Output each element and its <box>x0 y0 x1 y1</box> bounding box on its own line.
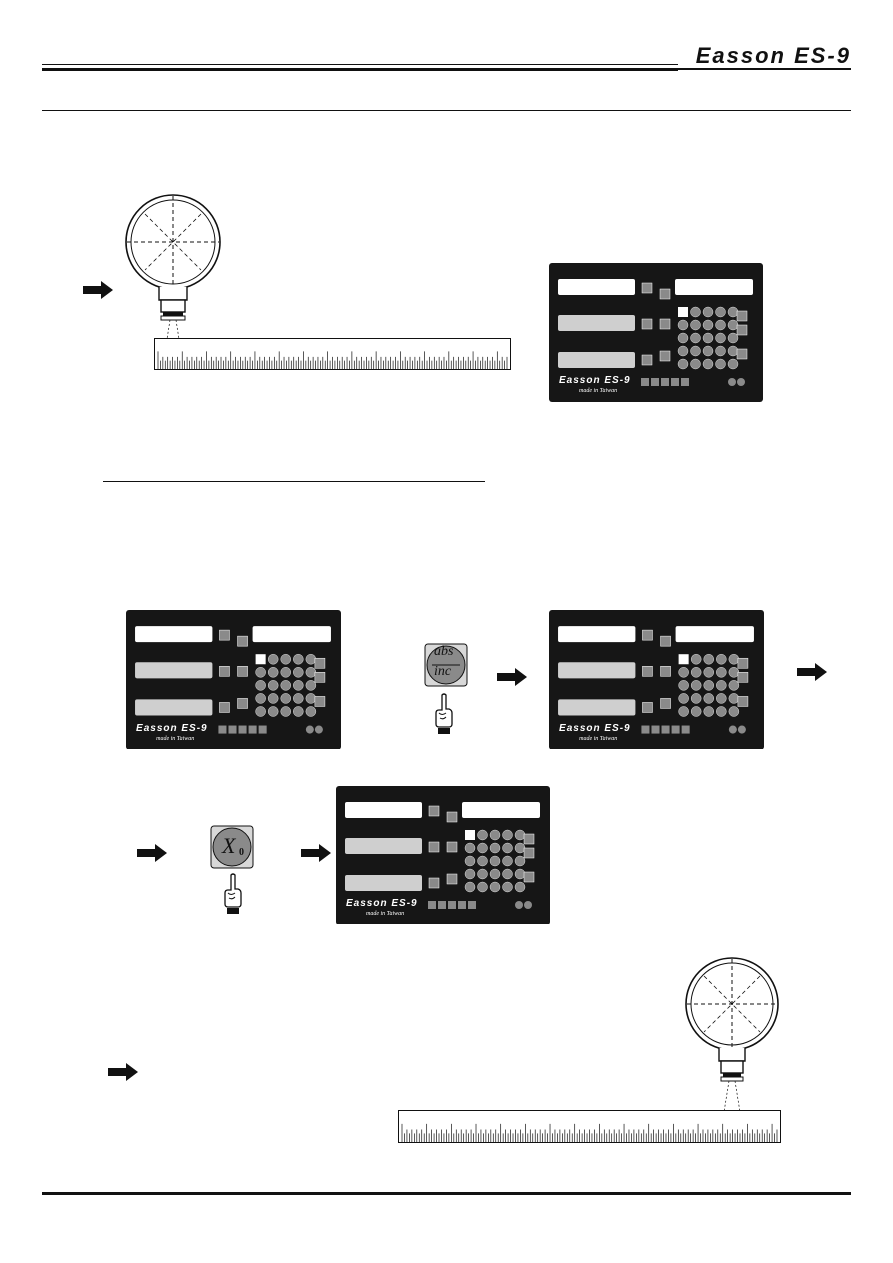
arrow-right-icon <box>137 844 167 862</box>
header-brand: Easson ES-9 <box>695 43 851 68</box>
dro-made-in: made in Taiwan <box>579 735 618 742</box>
pointing-hand-icon <box>435 693 453 734</box>
dro-brand: Easson ES-9 <box>559 722 631 734</box>
abs-label: abs <box>434 644 454 659</box>
x-key-letter: X <box>222 833 236 858</box>
x-zero-key-icon <box>210 825 254 869</box>
abs-inc-key[interactable]: abs inc <box>424 643 468 687</box>
arrow-right-icon <box>108 1063 138 1081</box>
dial-indicator-icon <box>125 194 221 353</box>
section-rule <box>42 110 851 111</box>
pointing-hand-icon <box>224 873 242 914</box>
footer-rule <box>42 1192 851 1195</box>
arrow-right-icon <box>797 663 827 681</box>
arrow-right-icon <box>301 844 331 862</box>
inc-label: inc <box>434 664 452 679</box>
dro-brand: Easson ES-9 <box>559 375 631 386</box>
dro-made-in: made in Taiwan <box>366 911 405 917</box>
arrow-right-icon <box>83 281 113 299</box>
dro-display-icon <box>126 610 341 749</box>
ruler-scale-icon <box>398 1110 781 1143</box>
header-rule-thin <box>42 64 678 65</box>
subsection-rule <box>103 481 485 482</box>
arrow-right-icon <box>497 668 527 686</box>
header-rule-thick <box>42 68 678 71</box>
x-key-subscript: 0 <box>239 847 244 858</box>
dro-display-panel: Easson ES-9 made in Taiwan <box>336 786 550 924</box>
abs-inc-key-icon <box>424 643 468 687</box>
dro-display-icon <box>549 263 763 402</box>
dro-display-panel: Easson ES-9 made in Taiwan <box>549 263 763 402</box>
dro-made-in: made in Taiwan <box>579 388 618 394</box>
ruler-scale-icon <box>154 338 511 370</box>
header-rule-right <box>678 68 851 70</box>
x-zero-key[interactable]: X 0 <box>210 825 254 869</box>
dro-made-in: made in Taiwan <box>156 735 195 742</box>
dro-display-icon <box>336 786 550 924</box>
dial-indicator-icon <box>685 957 779 1113</box>
dro-display-icon <box>549 610 764 749</box>
dro-brand: Easson ES-9 <box>136 722 208 734</box>
dro-brand: Easson ES-9 <box>346 898 418 909</box>
